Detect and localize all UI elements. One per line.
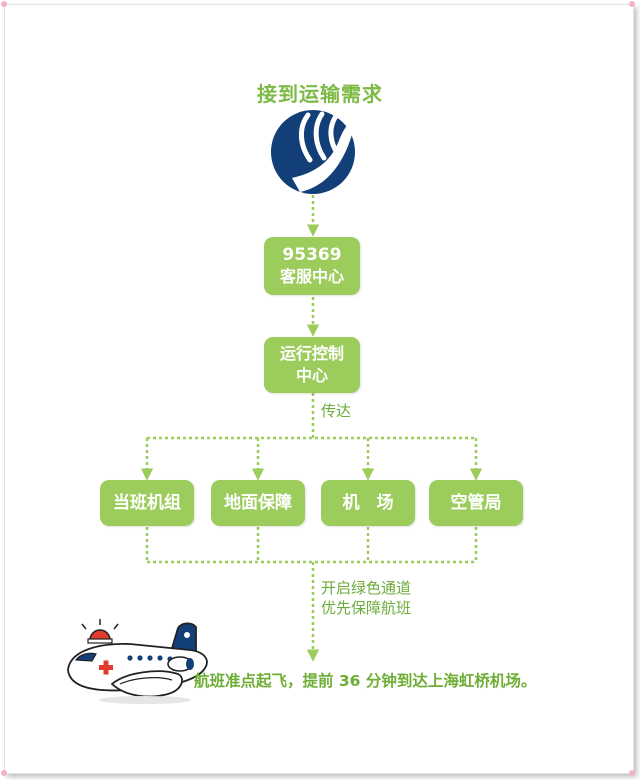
node-ground: 地面保障 — [211, 480, 305, 526]
diagram-title: 接到运输需求 — [257, 82, 383, 106]
node-crew: 当班机组 — [100, 480, 194, 526]
corner-dot-top-right — [629, 1, 635, 7]
node-crew-label: 当班机组 — [113, 493, 181, 513]
node-ops-center: 运行控制 中心 — [264, 337, 360, 393]
node-ops-line1: 运行控制 — [279, 344, 344, 363]
siren-icon — [81, 619, 119, 644]
red-cross-icon — [99, 660, 113, 675]
node-hotline-label: 客服中心 — [279, 267, 344, 286]
green-channel-line1: 开启绿色通道 — [321, 579, 412, 597]
node-atc: 空管局 — [429, 480, 523, 526]
node-atc-label: 空管局 — [450, 493, 502, 513]
corner-dot-bottom-right — [629, 770, 635, 776]
node-ground-label: 地面保障 — [224, 493, 292, 513]
green-channel-line2: 优先保障航班 — [321, 599, 412, 617]
node-airport: 机 场 — [321, 480, 415, 526]
corner-dot-bottom-left — [1, 770, 7, 776]
result-caption: 航班准点起飞，提前 36 分钟到达上海虹桥机场。 — [194, 672, 537, 690]
node-airport-label: 机 场 — [342, 493, 394, 513]
node-ops-line2: 中心 — [295, 366, 328, 385]
node-hotline-number: 95369 — [282, 245, 342, 265]
node-hotline: 95369 客服中心 — [264, 237, 360, 295]
relay-label: 传达 — [321, 402, 352, 420]
green-channel-label: 开启绿色通道 优先保障航班 — [321, 578, 411, 618]
corner-dot-top-left — [1, 1, 7, 7]
